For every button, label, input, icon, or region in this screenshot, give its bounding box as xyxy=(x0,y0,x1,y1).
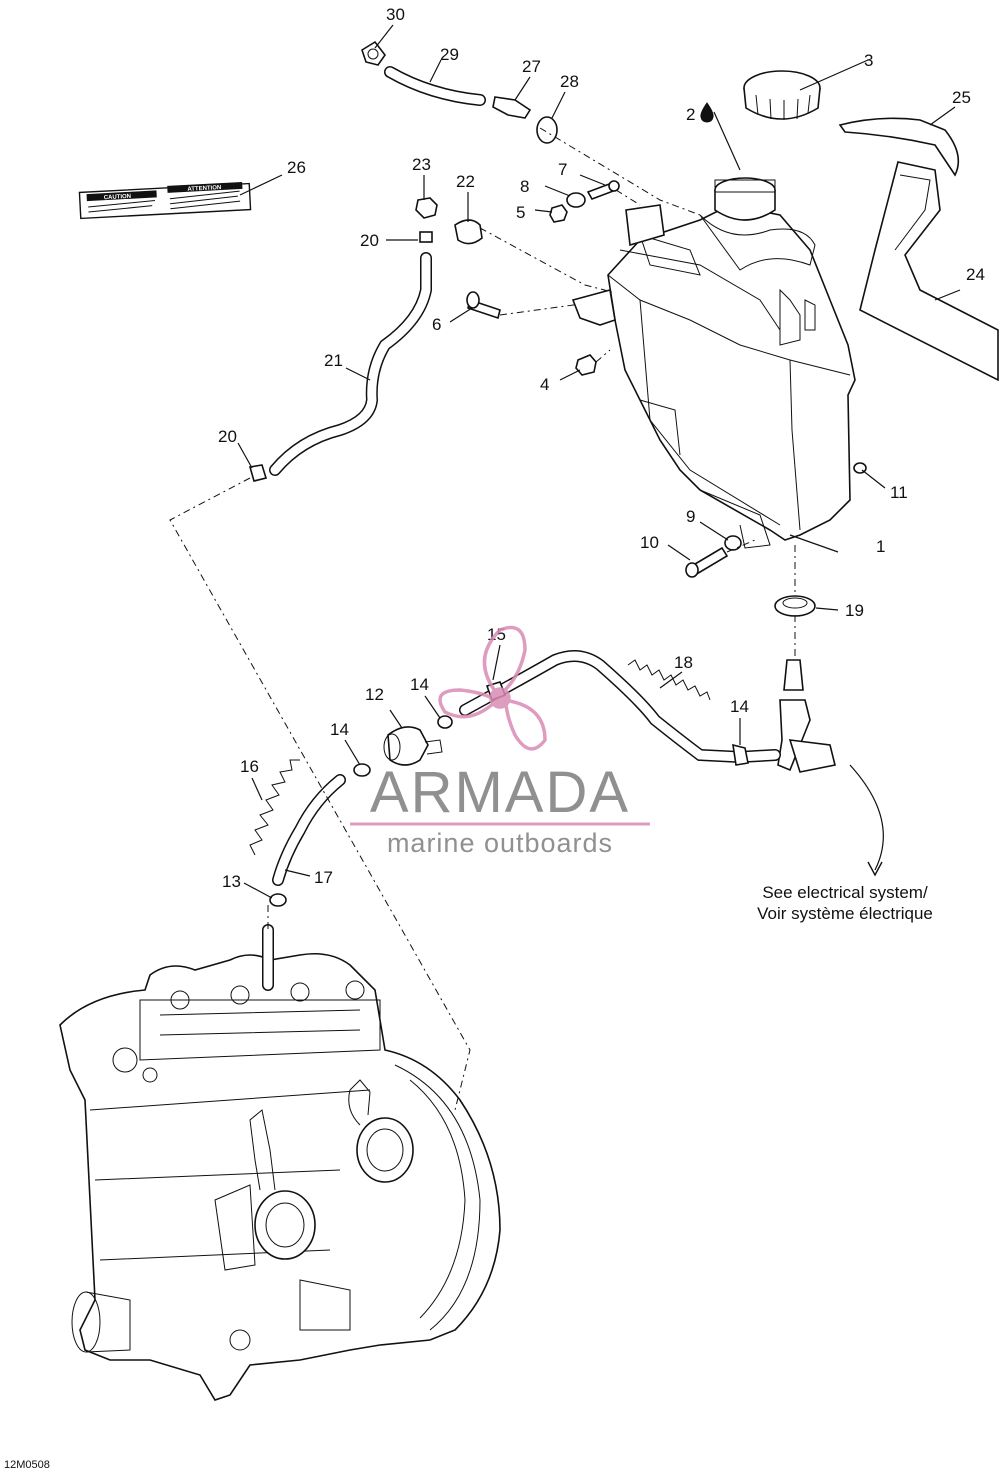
callout-1: 1 xyxy=(876,537,885,556)
assembly-guide-lines xyxy=(169,127,796,1111)
callout-27: 27 xyxy=(522,57,541,76)
callout-17: 17 xyxy=(314,868,333,887)
oil-tank xyxy=(607,177,856,549)
callout-9: 9 xyxy=(686,507,695,526)
callout-23: 23 xyxy=(412,155,431,174)
callout-25: 25 xyxy=(952,88,971,107)
callout-leaders xyxy=(237,24,961,899)
vent-assembly xyxy=(361,40,558,144)
callout-11: 11 xyxy=(890,483,908,502)
callout-10: 10 xyxy=(640,533,659,552)
callout-12: 12 xyxy=(365,685,384,704)
fasteners xyxy=(466,180,867,578)
callout-4: 4 xyxy=(540,375,549,394)
outlet-fitting xyxy=(774,595,836,773)
callout-13: 13 xyxy=(222,872,241,891)
callout-30: 30 xyxy=(386,5,405,24)
callout-26: 26 xyxy=(287,158,306,177)
oil-supply-hose xyxy=(249,650,781,856)
callout-8: 8 xyxy=(520,177,529,196)
electrical-system-note-line1: See electrical system/ xyxy=(762,883,928,902)
mounting-bracket xyxy=(571,288,616,326)
callout-14-right: 14 xyxy=(730,697,749,716)
warning-decal: CAUTION ATTENTION xyxy=(78,181,252,220)
callout-29: 29 xyxy=(440,45,459,64)
propeller-logo-icon xyxy=(438,625,547,751)
vent-hose-assembly xyxy=(248,197,483,482)
engine-feed-hose xyxy=(269,774,346,907)
callout-5: 5 xyxy=(516,203,525,222)
engine-block xyxy=(59,924,501,1401)
callout-24: 24 xyxy=(966,265,985,284)
callout-labels: 1 2 3 4 5 6 7 8 9 10 11 12 13 14 14 14 1… xyxy=(218,5,985,891)
callout-20-top: 20 xyxy=(360,231,379,250)
armada-watermark: ARMADA marine outboards xyxy=(350,625,650,858)
oil-cap xyxy=(743,70,821,120)
callout-18: 18 xyxy=(674,653,693,672)
oil-filter xyxy=(383,726,443,766)
warning-decal-right-heading: ATTENTION xyxy=(187,185,221,193)
callout-22: 22 xyxy=(456,172,475,191)
callout-14-center: 14 xyxy=(410,675,429,694)
callout-2: 2 xyxy=(686,105,695,124)
callout-19: 19 xyxy=(845,601,864,620)
strap-and-bracket xyxy=(838,117,999,382)
callout-7: 7 xyxy=(558,160,567,179)
drawing-code: 12M0508 xyxy=(4,1459,50,1471)
watermark-subtitle: marine outboards xyxy=(387,828,613,858)
callout-3: 3 xyxy=(864,51,873,70)
callout-21: 21 xyxy=(324,351,343,370)
callout-28: 28 xyxy=(560,72,579,91)
oil-drop-icon xyxy=(700,102,714,123)
callout-14-left: 14 xyxy=(330,720,349,739)
warning-decal-left-heading: CAUTION xyxy=(104,194,132,201)
callout-6: 6 xyxy=(432,315,441,334)
front-bracket xyxy=(625,204,665,247)
callout-16: 16 xyxy=(240,757,259,776)
watermark-title: ARMADA xyxy=(370,760,630,825)
electrical-system-note-line2: Voir système électrique xyxy=(757,904,933,923)
callout-20-bottom: 20 xyxy=(218,427,237,446)
